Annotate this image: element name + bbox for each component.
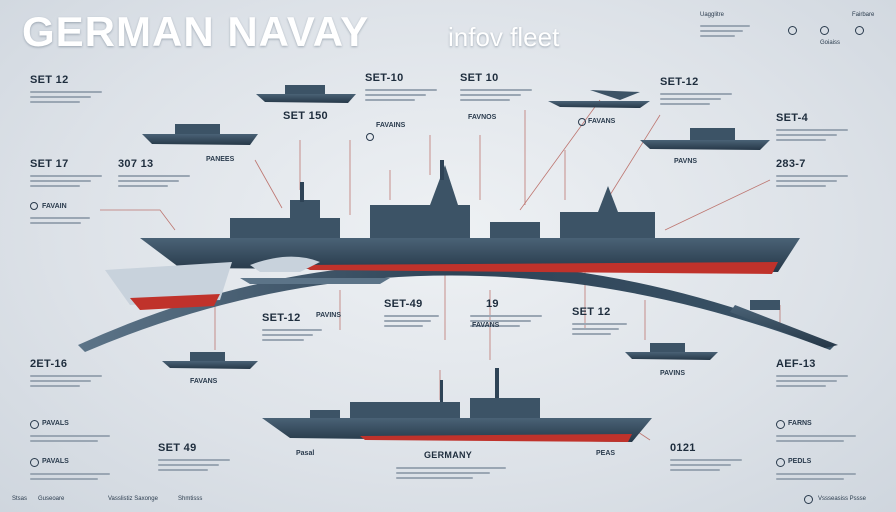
globe-icon bbox=[855, 26, 864, 35]
label-set-12-b: SET-12 bbox=[660, 76, 699, 88]
label-307-13: 307 13 bbox=[118, 158, 154, 170]
text-block-4 bbox=[660, 90, 732, 108]
text-block-1 bbox=[30, 88, 102, 106]
tag-text-1 bbox=[30, 214, 90, 227]
label-set-12-c: SET-12 bbox=[262, 312, 301, 324]
label-set-10-a: SET-10 bbox=[365, 72, 404, 84]
tag-13: PAVALS bbox=[42, 458, 69, 465]
text-block-10 bbox=[384, 312, 439, 330]
ship-icon bbox=[776, 420, 785, 429]
label-set-10-b: SET 10 bbox=[460, 72, 499, 84]
radar-icon bbox=[788, 26, 797, 35]
flag-icon bbox=[30, 458, 39, 467]
star-icon bbox=[776, 458, 785, 467]
label-set-12-a: SET 12 bbox=[30, 74, 69, 86]
footer-item-3: Vasslistiz Saxonge bbox=[108, 496, 158, 502]
tag-text-12 bbox=[776, 432, 856, 445]
label-set-12-d: SET 12 bbox=[572, 306, 611, 318]
tag-text-14 bbox=[776, 470, 856, 483]
emblem-icon bbox=[804, 495, 813, 504]
tag-11: PAVALS bbox=[42, 420, 69, 427]
text-block-16 bbox=[670, 456, 742, 474]
tag-2: PANEES bbox=[206, 156, 235, 163]
text-block-9 bbox=[262, 326, 322, 344]
tag-4: FAVNOS bbox=[468, 114, 497, 121]
label-2et-16: 2ET-16 bbox=[30, 358, 68, 370]
text-block-7 bbox=[776, 126, 848, 144]
label-set-49-a: SET-49 bbox=[384, 298, 423, 310]
page-title: GERMAN NAVAY bbox=[22, 8, 370, 55]
tag-10: FAVANS bbox=[472, 322, 500, 329]
ship-left-mid bbox=[105, 262, 232, 310]
tag-3: FAVAINS bbox=[376, 122, 406, 129]
page-subtitle: infov fleet bbox=[448, 22, 560, 52]
ship-right-low bbox=[625, 343, 718, 360]
info-icon bbox=[30, 202, 38, 210]
text-block-8 bbox=[776, 172, 848, 190]
legend-text-1 bbox=[700, 22, 750, 40]
tag-1: FAVAIN bbox=[42, 203, 67, 210]
label-germany: GERMANY bbox=[424, 450, 473, 460]
text-block-5 bbox=[30, 172, 102, 190]
label-set-4: SET-4 bbox=[776, 112, 809, 124]
bottom-destroyer bbox=[262, 368, 652, 442]
label-aef-13: AEF-13 bbox=[776, 358, 816, 370]
tag-8: FAVANS bbox=[190, 378, 218, 385]
tag-5: FAVANS bbox=[588, 118, 616, 125]
shield-icon bbox=[30, 420, 39, 429]
text-block-12 bbox=[572, 320, 627, 338]
ship-top-left bbox=[256, 85, 356, 103]
tag-14: PEDLS bbox=[788, 458, 812, 465]
text-block-15 bbox=[158, 456, 230, 474]
footer-item-5: Vssseasiss Pssse bbox=[818, 496, 867, 502]
label-set-17: SET 17 bbox=[30, 158, 69, 170]
label-283-7: 283-7 bbox=[776, 158, 806, 170]
legend-label-1: Uagglitre bbox=[700, 12, 725, 18]
aircraft-top-right bbox=[548, 90, 650, 108]
text-block-3 bbox=[460, 86, 532, 104]
legend-label-3: Fairbare bbox=[852, 12, 875, 18]
ship-left-upper bbox=[142, 124, 258, 145]
tag-12: FARNS bbox=[788, 420, 812, 427]
aircraft-left bbox=[240, 256, 390, 284]
text-block-2 bbox=[365, 86, 437, 104]
text-block-11 bbox=[470, 312, 542, 330]
footer-item-2: Guseoare bbox=[38, 496, 65, 502]
text-block-14 bbox=[776, 372, 848, 390]
label-set-49-b: SET 49 bbox=[158, 442, 197, 454]
ship-left-low bbox=[162, 352, 258, 369]
text-block-13 bbox=[30, 372, 102, 390]
main-frigate bbox=[140, 160, 800, 274]
fleet-arc bbox=[78, 262, 835, 352]
tag-6: PAVNS bbox=[674, 158, 698, 165]
tag-text-11 bbox=[30, 432, 110, 445]
label-set-150: SET 150 bbox=[283, 110, 328, 122]
legend-label-2: Goiaiss bbox=[820, 40, 841, 46]
label-19: 19 bbox=[486, 298, 499, 310]
tag-text-13 bbox=[30, 470, 110, 483]
text-block-6 bbox=[118, 172, 190, 190]
tag-7: PAVINS bbox=[316, 312, 342, 319]
text-block-17 bbox=[396, 464, 506, 482]
footer-item-4: Shmtisss bbox=[178, 496, 203, 502]
footer-item-1: Stsas bbox=[12, 496, 28, 502]
anchor-icon bbox=[820, 26, 829, 35]
tag-15: Pasal bbox=[296, 450, 315, 457]
ship-right-upper bbox=[640, 128, 770, 150]
ship-right-arc bbox=[730, 300, 838, 348]
tag-9: PAVINS bbox=[660, 370, 686, 377]
target-icon bbox=[366, 133, 374, 141]
compass-icon bbox=[578, 118, 586, 126]
label-0121: 0121 bbox=[670, 442, 696, 454]
tag-16: PEAS bbox=[596, 450, 616, 457]
